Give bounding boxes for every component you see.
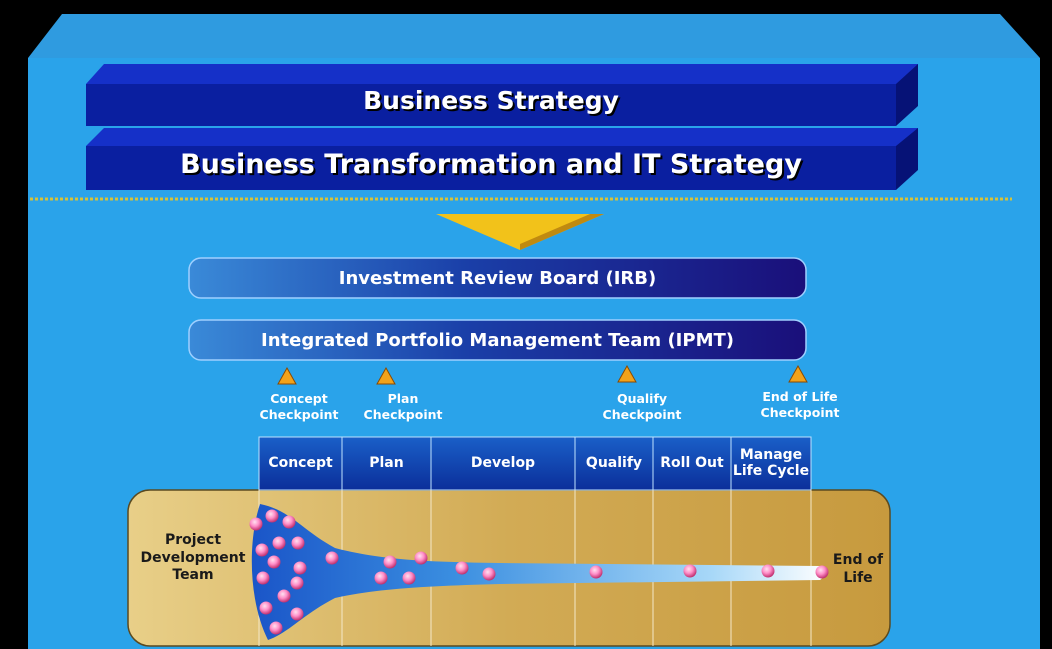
band-top-face xyxy=(86,84,896,126)
band-second-side xyxy=(896,128,918,190)
phase-develop: Develop xyxy=(470,454,536,471)
ipmt-pill xyxy=(188,319,807,361)
phase-roll-out: Roll Out xyxy=(660,454,724,471)
qualify-checkpoint-line1: Qualify xyxy=(616,391,668,406)
band-top-bevel xyxy=(86,64,918,84)
end-of-life-checkpoint-line1: End of Life xyxy=(762,389,838,404)
band-second-bevel xyxy=(86,128,918,146)
end-of-life-line1: End of xyxy=(832,552,884,568)
concept-checkpoint-label: Concept Checkpoint xyxy=(254,391,344,424)
business-transformation-title: Business Transformation and IT Strategy xyxy=(180,149,802,180)
phase-concept: Concept xyxy=(268,454,333,471)
plan-checkpoint-line1: Plan xyxy=(387,391,419,406)
frame-top-bevel xyxy=(28,14,1040,58)
project-team-line2: Development xyxy=(140,549,246,566)
phase-plan: Plan xyxy=(369,454,404,471)
phase-header-cells xyxy=(258,436,812,491)
concept-checkpoint-line1: Concept xyxy=(270,391,328,406)
end-of-life-label: End of Life xyxy=(830,552,886,587)
checkpoint-triangles xyxy=(277,364,808,385)
phase-manage-line2: Life Cycle xyxy=(732,462,810,479)
band-top-side xyxy=(896,64,918,126)
project-team-line3: Team xyxy=(172,567,214,583)
qualify-checkpoint-line2: Checkpoint xyxy=(602,407,682,423)
irb-label: Investment Review Board (IRB) xyxy=(338,268,657,289)
irb-pill xyxy=(188,257,807,299)
qualify-checkpoint-label: Qualify Checkpoint xyxy=(597,391,687,424)
down-arrow-shade xyxy=(520,214,604,250)
band-second-face xyxy=(86,146,896,190)
plan-checkpoint-label: Plan Checkpoint xyxy=(358,391,448,424)
end-of-life-line2: Life xyxy=(843,569,873,586)
end-of-life-checkpoint-line2: Checkpoint xyxy=(760,405,840,421)
project-team-line1: Project xyxy=(164,532,222,548)
ipmt-label: Integrated Portfolio Management Team (IP… xyxy=(261,330,734,351)
phase-manage-line1: Manage xyxy=(739,447,803,464)
down-arrow xyxy=(436,214,604,250)
business-strategy-title: Business Strategy xyxy=(363,86,619,115)
plan-checkpoint-line2: Checkpoint xyxy=(363,407,443,423)
end-of-life-checkpoint-label: End of Life Checkpoint xyxy=(752,389,848,422)
project-dots xyxy=(249,509,829,635)
project-development-team-label: Project Development Team xyxy=(134,532,252,585)
phase-qualify: Qualify xyxy=(585,454,643,471)
funnel-shape xyxy=(251,504,829,640)
concept-checkpoint-line2: Checkpoint xyxy=(259,407,339,423)
phase-manage-life-cycle: Manage Life Cycle xyxy=(731,437,811,490)
